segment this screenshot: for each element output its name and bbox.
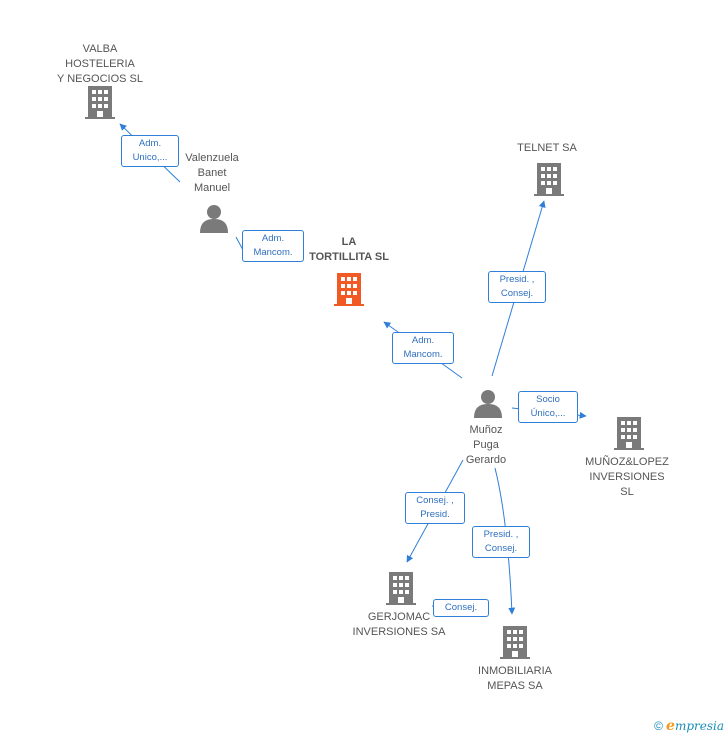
edge-label-e1[interactable]: Adm. Unico,...: [121, 135, 179, 167]
person-icon-valenzuela[interactable]: [200, 205, 228, 233]
building-icon-gerjomac[interactable]: [386, 572, 416, 605]
edge-label-line: Consej.: [444, 602, 478, 613]
edge-label-e3[interactable]: Adm. Mancom.: [392, 332, 454, 364]
node-label-valba[interactable]: VALBA HOSTELERIA Y NEGOCIOS SL: [40, 42, 160, 87]
edge-label-line: Adm.: [138, 138, 162, 149]
node-label-line: GERJOMAC: [367, 611, 431, 623]
building-icon-tortillita[interactable]: [334, 273, 364, 306]
edge-label-line: Consej. ,: [416, 495, 454, 506]
node-label-gerjomac[interactable]: GERJOMAC INVERSIONES SA: [339, 610, 459, 640]
node-label-line: SL: [620, 486, 634, 498]
edge-label-line: Mancom.: [403, 349, 443, 360]
edge-label-line: Único,...: [530, 408, 566, 419]
node-label-line: Banet: [197, 167, 227, 179]
brand-logo: empresia: [666, 718, 724, 734]
node-label-line: TORTILLITA SL: [309, 251, 389, 263]
edge-valenzuela-to-tortillita: [235, 236, 244, 251]
building-icon-telnet[interactable]: [534, 163, 564, 196]
node-label-telnet[interactable]: TELNET SA: [487, 141, 607, 156]
node-label-munozlopez[interactable]: MUÑOZ&LOPEZ INVERSIONES SL: [567, 455, 687, 500]
node-label-line: MEPAS SA: [487, 680, 543, 692]
edge-label-e6[interactable]: Consej. , Presid.: [405, 492, 465, 524]
node-label-line: INVERSIONES: [589, 471, 665, 483]
node-label-line: MUÑOZ&LOPEZ: [585, 456, 669, 468]
node-label-line: Muñoz: [469, 424, 503, 436]
edge-label-e7[interactable]: Presid. , Consej.: [472, 526, 530, 558]
footer-brand[interactable]: © empresia: [654, 718, 724, 734]
person-icon-munoz[interactable]: [474, 390, 502, 418]
node-label-line: Y NEGOCIOS SL: [57, 73, 143, 85]
node-label-line: INVERSIONES SA: [352, 626, 446, 638]
copyright-icon: ©: [654, 719, 664, 733]
edge-label-line: Presid. ,: [499, 274, 535, 285]
edge-label-line: Mancom.: [253, 247, 293, 258]
edge-label-line: Adm.: [261, 233, 285, 244]
building-icon-mepas[interactable]: [500, 626, 530, 659]
node-label-line: INMOBILIARIA: [478, 665, 552, 677]
node-label-line: TELNET SA: [517, 142, 577, 154]
edge-label-line: Presid.: [420, 509, 450, 520]
edge-label-e8[interactable]: Consej.: [433, 599, 489, 617]
node-label-tortillita[interactable]: LA TORTILLITA SL: [289, 235, 409, 265]
node-label-line: HOSTELERIA: [65, 58, 135, 70]
edge-label-e4[interactable]: Presid. , Consej.: [488, 271, 546, 303]
building-icon-valba[interactable]: [85, 86, 115, 119]
node-label-mepas[interactable]: INMOBILIARIA MEPAS SA: [455, 664, 575, 694]
building-icon-munozlopez[interactable]: [614, 417, 644, 450]
node-label-line: Gerardo: [465, 454, 507, 466]
node-label-line: Manuel: [193, 182, 231, 194]
edge-label-line: Adm.: [411, 335, 435, 346]
edge-label-line: Unico,...: [132, 152, 168, 163]
edge-label-line: Socio: [536, 394, 560, 405]
node-label-line: VALBA: [82, 43, 118, 55]
edge-label-line: Consej.: [500, 288, 534, 299]
node-label-line: Valenzuela: [185, 152, 239, 164]
edge-label-line: Presid. ,: [483, 529, 519, 540]
node-label-line: LA: [341, 236, 357, 248]
node-label-line: Puga: [473, 439, 499, 451]
edge-label-e2[interactable]: Adm. Mancom.: [242, 230, 304, 262]
edge-label-line: Consej.: [484, 543, 518, 554]
